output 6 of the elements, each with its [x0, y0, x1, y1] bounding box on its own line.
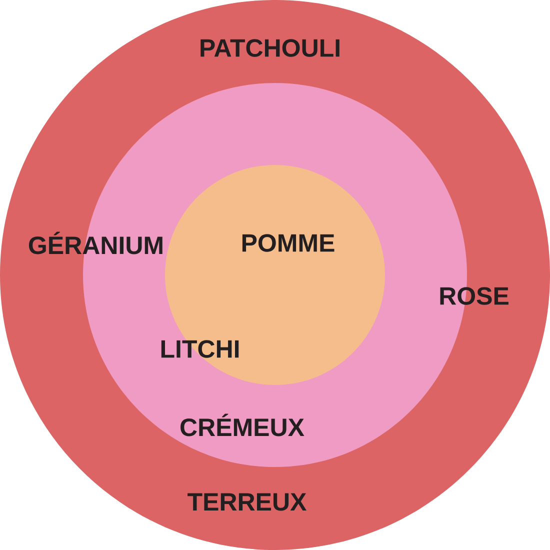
ring-label: CRÉMEUX: [180, 414, 304, 436]
scent-label: LITCHI: [161, 340, 239, 358]
ring-label: POMME: [242, 234, 334, 252]
ring-label: ROSE: [440, 287, 508, 305]
ring-label: TERREUX: [188, 493, 306, 511]
ring-label: PATCHOULI: [200, 39, 340, 57]
